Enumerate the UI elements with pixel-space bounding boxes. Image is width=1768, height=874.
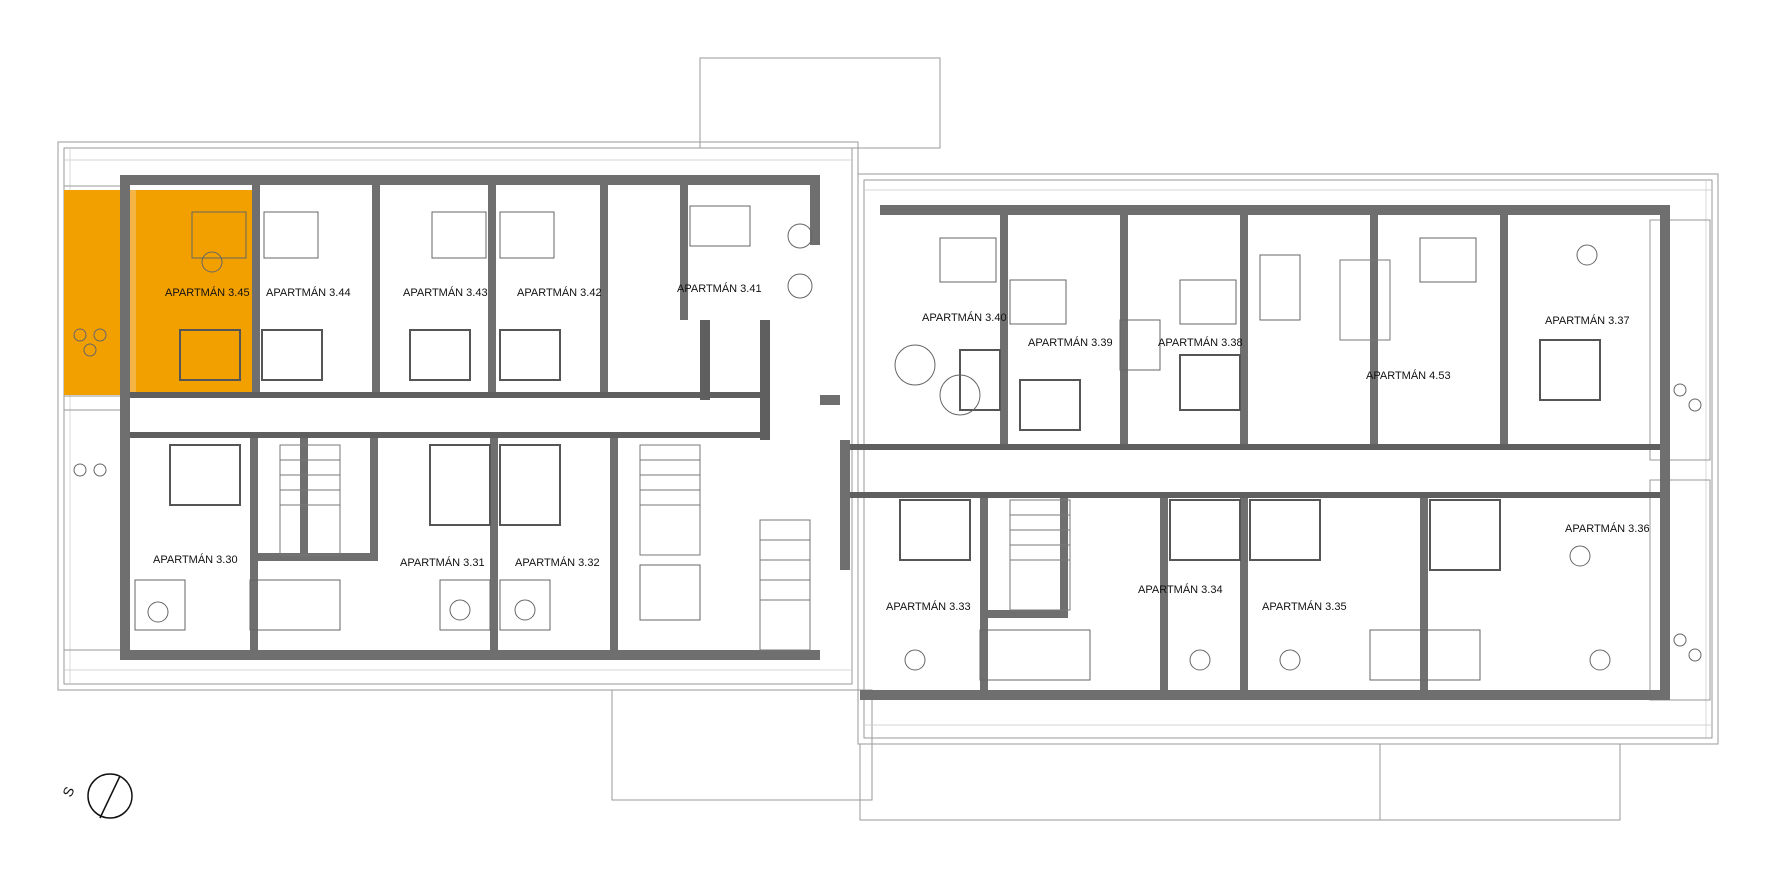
apartment-label-3-35: APARTMÁN 3.35 bbox=[1262, 600, 1347, 613]
furniture bbox=[73, 205, 1702, 681]
roof-outline bbox=[57, 57, 1719, 821]
apartment-label-3-36: APARTMÁN 3.36 bbox=[1565, 522, 1650, 535]
exterior-walls bbox=[120, 175, 1670, 700]
apartment-label-3-41: APARTMÁN 3.41 bbox=[677, 282, 762, 295]
apartment-label-3-31: APARTMÁN 3.31 bbox=[400, 556, 485, 569]
apartment-label-3-34: APARTMÁN 3.34 bbox=[1138, 583, 1223, 596]
apartment-label-3-40: APARTMÁN 3.40 bbox=[922, 311, 1007, 324]
north-arrow-icon: S bbox=[59, 773, 133, 819]
apartment-label-3-44: APARTMÁN 3.44 bbox=[266, 286, 351, 299]
apartment-label-3-32: APARTMÁN 3.32 bbox=[515, 556, 600, 569]
stairs bbox=[279, 259, 1391, 651]
apartment-label-3-43: APARTMÁN 3.43 bbox=[403, 286, 488, 299]
apartment-label-3-45: APARTMÁN 3.45 bbox=[165, 286, 250, 299]
apartment-label-3-33: APARTMÁN 3.33 bbox=[886, 600, 971, 613]
bathrooms bbox=[169, 329, 1601, 571]
apartment-label-3-38: APARTMÁN 3.38 bbox=[1158, 336, 1243, 349]
apartment-label-4-53: APARTMÁN 4.53 bbox=[1366, 369, 1451, 382]
apartment-label-3-42: APARTMÁN 3.42 bbox=[517, 286, 602, 299]
apartment-label-3-37: APARTMÁN 3.37 bbox=[1545, 314, 1630, 327]
roof-hatching bbox=[64, 148, 1712, 738]
partition-walls bbox=[250, 185, 1508, 690]
apartment-label-3-39: APARTMÁN 3.39 bbox=[1028, 336, 1113, 349]
corridor-walls bbox=[130, 320, 1660, 498]
apartment-label-3-30: APARTMÁN 3.30 bbox=[153, 553, 238, 566]
highlight-apartment-3-45 bbox=[64, 190, 252, 395]
